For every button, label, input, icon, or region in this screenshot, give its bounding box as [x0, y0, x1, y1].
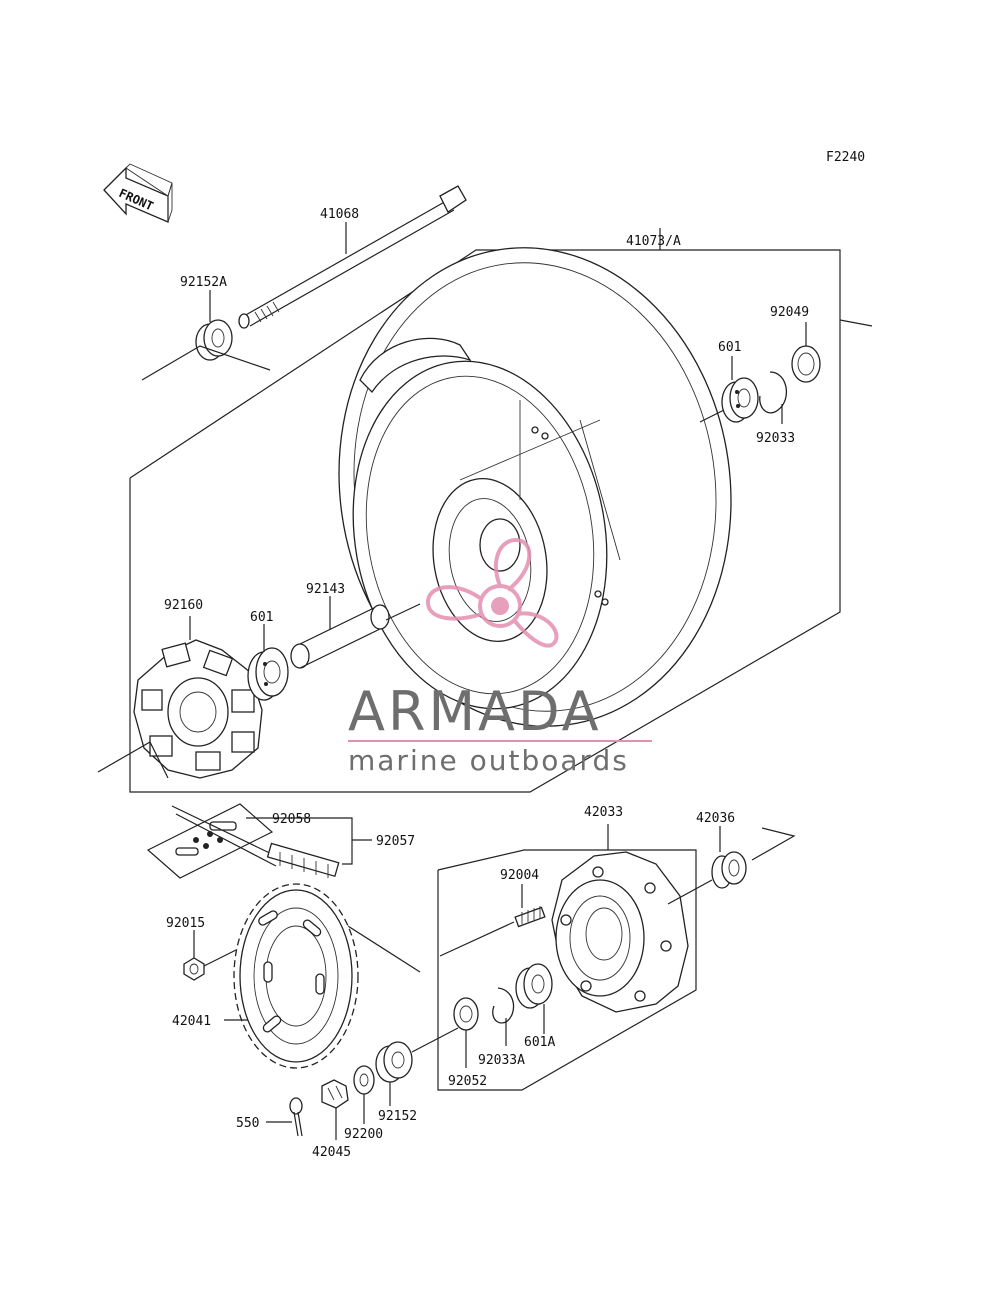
- circlip-92033a: [492, 987, 515, 1024]
- callout-601a: 601A: [524, 1035, 555, 1050]
- callout-42033: 42033: [584, 805, 623, 820]
- callout-42036: 42036: [696, 811, 735, 826]
- callout-601-left: 601: [250, 610, 273, 625]
- propeller-icon: [425, 537, 559, 648]
- damper-92160: [133, 639, 263, 779]
- seal-92052: [453, 997, 479, 1031]
- nut-92015: [183, 957, 205, 981]
- brand-name: ARMADA: [348, 680, 602, 743]
- cotter-pin-550: [289, 1097, 303, 1137]
- callout-42045: 42045: [312, 1145, 351, 1160]
- callout-92143: 92143: [306, 582, 345, 597]
- bearing-601a: [515, 963, 553, 1009]
- bearing-601-top: [721, 377, 759, 423]
- callout-41073a: 41073/A: [626, 234, 681, 249]
- seal-92049: [791, 345, 821, 383]
- callout-92200: 92200: [344, 1127, 383, 1142]
- callout-41068: 41068: [320, 207, 359, 222]
- collar-92152: [375, 1041, 413, 1083]
- callout-550: 550: [236, 1116, 259, 1131]
- collar-92152a: [195, 319, 233, 361]
- collar-42036: [711, 851, 747, 889]
- callout-92049: 92049: [770, 305, 809, 320]
- callout-92152a: 92152A: [180, 275, 227, 290]
- callout-42041: 42041: [172, 1014, 211, 1029]
- axle: [238, 185, 467, 329]
- spacer-92143: [290, 604, 390, 669]
- callout-92052: 92052: [448, 1074, 487, 1089]
- callout-92033: 92033: [756, 431, 795, 446]
- circlip-92033: [759, 371, 788, 414]
- front-arrow-icon: FRONT: [103, 163, 173, 223]
- callout-92033a: 92033A: [478, 1053, 525, 1068]
- watermark-logo: ARMADA marine outboards: [348, 537, 652, 777]
- callout-92015: 92015: [166, 916, 205, 931]
- callout-92057: 92057: [376, 834, 415, 849]
- nut-42045: [321, 1079, 349, 1109]
- drive-chain-92057: [171, 805, 340, 878]
- rear-sprocket-42041: [233, 883, 359, 1069]
- washer-92200: [353, 1065, 375, 1095]
- callout-92004: 92004: [500, 868, 539, 883]
- callout-92160: 92160: [164, 598, 203, 613]
- callout-92152: 92152: [378, 1109, 417, 1124]
- callout-92058: 92058: [272, 812, 311, 827]
- rear-wheel: [338, 247, 732, 727]
- callout-601-top: 601: [718, 340, 741, 355]
- figure-code: F2240: [826, 150, 865, 165]
- brand-tagline: marine outboards: [348, 744, 629, 777]
- stud-92004: [514, 906, 546, 928]
- sprocket-hub-42033: [551, 851, 689, 1013]
- bearing-601-left: [247, 647, 289, 701]
- chain-joint-92058: [175, 821, 237, 856]
